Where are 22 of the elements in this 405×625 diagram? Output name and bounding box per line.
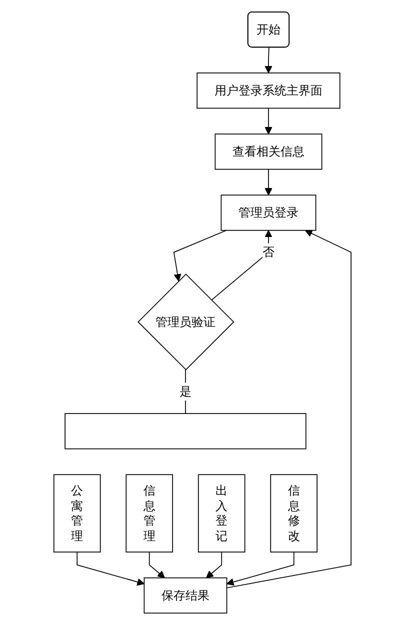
arrow xyxy=(148,552,165,578)
arrow xyxy=(226,230,352,588)
node-diamond: 管理员验证 xyxy=(138,274,234,370)
arrow xyxy=(211,230,272,301)
node-box: 信息管理 xyxy=(126,474,174,552)
node-box: 查看相关信息 xyxy=(214,134,322,170)
node-box: 出入登记 xyxy=(198,474,246,552)
node-box: 管理员登录 xyxy=(220,194,316,231)
arrow xyxy=(226,552,294,586)
arrow xyxy=(264,168,272,196)
arrow xyxy=(264,47,272,74)
edge-label: 否 xyxy=(262,244,275,259)
arrow xyxy=(206,552,222,578)
node-box: 信息修改 xyxy=(270,474,318,552)
arrow xyxy=(173,230,227,282)
arrow xyxy=(264,108,272,134)
arrow xyxy=(76,552,145,586)
node-box: 用户登录系统主界面 xyxy=(196,72,340,109)
node-box: 公寓管理 xyxy=(53,474,101,552)
edge-label: 是 xyxy=(179,384,192,398)
node-box: 保存结果 xyxy=(144,577,228,614)
node-box xyxy=(64,413,306,450)
